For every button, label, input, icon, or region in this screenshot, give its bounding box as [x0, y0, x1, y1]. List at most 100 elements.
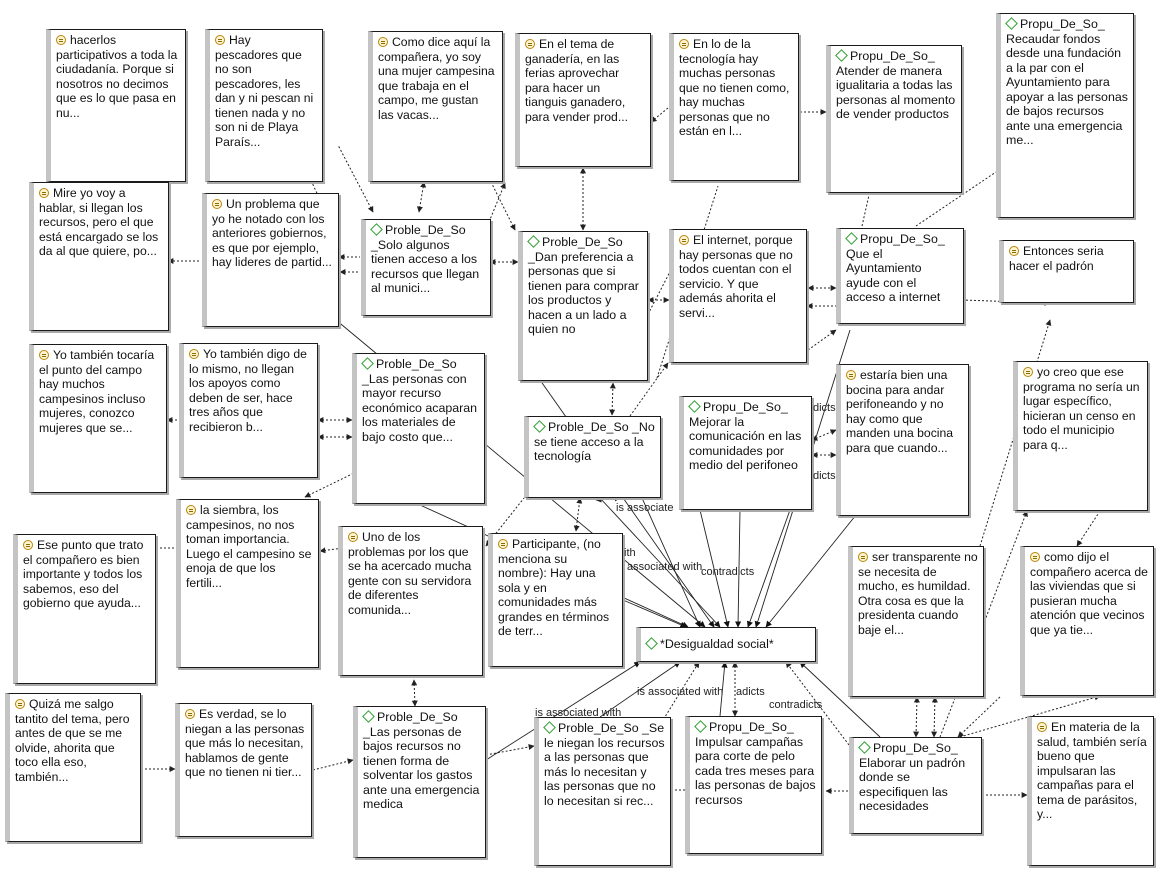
node-text: Propu_De_So_ Mejorar la comunicación en … [689, 400, 802, 472]
quote-link [785, 661, 850, 746]
code-node[interactable]: Propu_De_So_ Recaudar fondos desde una f… [996, 13, 1134, 218]
node-text: yo creo que ese programa no sería un lug… [1023, 365, 1140, 452]
code-icon [694, 720, 707, 733]
quote-node[interactable]: Es verdad, se lo niegan a las personas q… [175, 703, 312, 837]
code-icon [533, 420, 546, 433]
code-node[interactable]: Proble_De_So _No se tiene acceso a la te… [524, 416, 661, 498]
quote-node[interactable]: hacerlos participativos a toda la ciudad… [46, 29, 186, 182]
quotation-icon [56, 35, 66, 45]
quote-node[interactable]: ser transparente no se necesita de mucho… [848, 546, 984, 697]
edge-label: dicts [813, 402, 836, 414]
quote-link [304, 473, 353, 498]
quote-node[interactable]: yo creo que ese programa no sería un lug… [1013, 361, 1148, 511]
quote-node[interactable]: Yo también digo de lo mismo, no llegan l… [179, 343, 318, 478]
quote-node[interactable]: Uno de los problemas por los que se ha a… [338, 526, 483, 676]
relation-link [599, 497, 721, 628]
code-node[interactable]: Proble_De_So _Las personas de bajos recu… [353, 706, 486, 858]
code-icon [645, 637, 658, 650]
quote-node[interactable]: Quizá me salgo tantito del tema, pero an… [5, 693, 141, 842]
node-text: Mire yo voy a hablar, si llegan los recu… [39, 186, 159, 258]
quotation-icon [378, 37, 388, 47]
edge-label: is associated with [535, 707, 622, 719]
node-text: Propu_De_So_ Recaudar fondos desde una f… [1006, 17, 1128, 147]
quotation-icon [212, 199, 222, 209]
relation-link [641, 497, 701, 628]
quote-node[interactable]: Como dice aquí la compañera, yo soy una … [368, 31, 503, 182]
quote-node[interactable]: Participante, (no menciona su nombre): H… [488, 533, 623, 667]
quotation-icon [1037, 722, 1047, 732]
quotation-icon [679, 235, 689, 245]
quotation-icon [39, 350, 49, 360]
code-icon [1005, 17, 1018, 30]
code-node[interactable]: Proble_De_So _Solo algunos tienen acceso… [361, 219, 491, 316]
quote-node[interactable]: Hay pescadores que no son pescadores, le… [205, 29, 323, 182]
quote-node[interactable]: Entonces seria hacer el padrón [999, 240, 1134, 303]
quotation-icon [23, 540, 33, 550]
quote-link [595, 495, 621, 503]
quote-node[interactable]: El internet, porque hay personas que no … [669, 229, 807, 363]
node-text: Un problema que yo he notado con los ant… [212, 197, 332, 269]
quote-node[interactable]: estaría bien una bocina para andar perif… [836, 364, 969, 516]
quotation-icon [1023, 367, 1033, 377]
code-node[interactable]: Propu_De_So_ Mejorar la comunicación en … [679, 396, 812, 510]
code-node[interactable]: Propu_De_So_ Atender de manera igualitar… [826, 45, 962, 193]
code-node[interactable]: Propu_De_So_ Elaborar un padrón donde se… [849, 737, 982, 834]
quote-link [957, 696, 1001, 738]
quotation-icon [525, 39, 535, 49]
edge-label: associated with [627, 561, 703, 573]
quotation-icon [39, 188, 49, 198]
code-icon [845, 232, 858, 245]
relation-link [485, 661, 641, 761]
quote-node[interactable]: Un problema que yo he notado con los ant… [202, 193, 339, 327]
node-text: Entonces seria hacer el padrón [1009, 244, 1104, 273]
quotation-icon [189, 349, 199, 359]
node-text: En lo de la tecnología hay muchas person… [679, 37, 790, 138]
code-node[interactable]: Proble_De_So _Dan preferencia a personas… [518, 231, 648, 381]
quote-node[interactable]: Yo también tocaría el punto del campo ha… [29, 344, 167, 493]
code-node[interactable]: *Desigualdad social* [636, 627, 816, 662]
node-text: Hay pescadores que no son pescadores, le… [215, 33, 314, 149]
quotation-icon [846, 370, 856, 380]
quote-node[interactable]: como dijo el compañero acerca de las viv… [1020, 546, 1154, 696]
node-text: En el tema de ganadería, en las ferias a… [525, 37, 628, 124]
node-text: Ese punto que trato el compañero es bien… [23, 538, 144, 610]
code-icon [362, 710, 375, 723]
quote-node[interactable]: En el tema de ganadería, en las ferias a… [515, 33, 651, 167]
quote-node[interactable]: Mire yo voy a hablar, si llegan los recu… [29, 182, 169, 331]
quote-link [650, 107, 669, 123]
quote-node[interactable]: En materia de la salud, también sería bu… [1027, 716, 1154, 866]
quotation-icon [1009, 246, 1019, 256]
node-text: Como dice aquí la compañera, yo soy una … [378, 35, 495, 122]
relation-link [765, 509, 861, 628]
node-text: Proble_De_So _Las personas de bajos recu… [363, 710, 480, 811]
edge-label: ith [624, 547, 636, 559]
code-node[interactable]: Propu_De_So_ Que el Ayuntamiento ayude c… [836, 228, 964, 324]
quote-link [485, 744, 535, 756]
edge-label: is associate [616, 502, 674, 514]
node-text: Proble_De_So _Dan preferencia a personas… [528, 235, 639, 336]
quote-link [629, 362, 669, 417]
quote-link [1076, 510, 1101, 547]
relation-link [719, 661, 728, 717]
node-text: Propu_De_So_ Atender de manera igualitar… [836, 49, 956, 121]
code-node[interactable]: Proble_De_So _Se le niegan los recursos … [534, 717, 671, 866]
quote-node[interactable]: En lo de la tecnología hay muchas person… [669, 33, 799, 181]
node-text: Uno de los problemas por los que se ha a… [348, 530, 472, 617]
relation-link [699, 509, 730, 628]
node-text: Quizá me salgo tantito del tema, pero an… [15, 697, 130, 784]
code-node[interactable]: Proble_De_So _Las personas con mayor rec… [352, 353, 485, 504]
quote-link [312, 758, 354, 771]
code-icon [858, 741, 871, 754]
quotation-icon [498, 539, 508, 549]
quote-node[interactable]: Ese punto que trato el compañero es bien… [13, 534, 156, 684]
node-text: Es verdad, se lo niegan a las personas q… [185, 707, 305, 779]
edge-label: adicts [736, 686, 765, 698]
quote-link [416, 181, 427, 213]
code-node[interactable]: Propu_De_So_ Impulsar campañas para cort… [685, 716, 822, 854]
node-text: Proble_De_So _No se tiene acceso a la te… [534, 420, 655, 463]
quote-node[interactable]: la siembra, los campesinos, no nos toman… [176, 499, 319, 668]
node-text: Propu_De_So_ Que el Ayuntamiento ayude c… [846, 232, 945, 304]
code-icon [835, 49, 848, 62]
